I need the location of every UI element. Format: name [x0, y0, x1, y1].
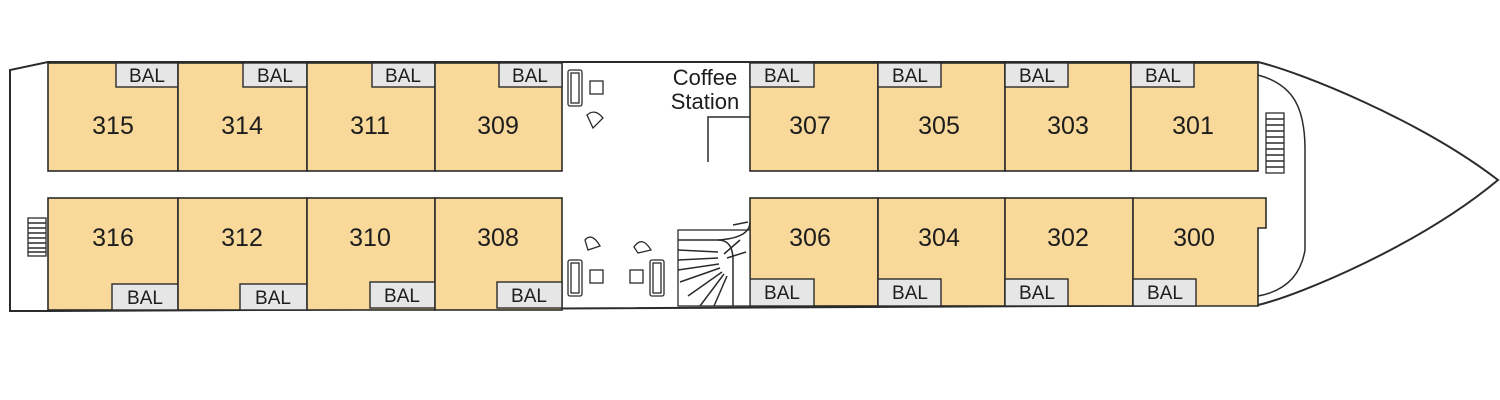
cabin-314[interactable]: BAL 314 — [177, 62, 308, 172]
coffee-station-label-line1: Coffee — [673, 65, 737, 90]
balcony-label: BAL — [1019, 283, 1055, 304]
cabin-300[interactable]: BAL 300 — [1132, 197, 1267, 307]
balcony-label: BAL — [127, 288, 163, 309]
cabin-304[interactable]: BAL 304 — [877, 197, 1006, 307]
balcony-label: BAL — [129, 66, 165, 87]
balcony-label: BAL — [1147, 283, 1183, 304]
balcony-label: BAL — [1019, 66, 1055, 87]
balcony-label: BAL — [1145, 66, 1181, 87]
cabin-308[interactable]: BAL 308 — [434, 197, 563, 311]
lounge-furniture-bottom — [567, 236, 665, 297]
bow-inner-line — [1257, 74, 1306, 297]
lounge-furniture-top — [567, 69, 604, 130]
spiral-staircase — [677, 221, 751, 307]
cabin-number: 309 — [477, 112, 519, 140]
cabin-number: 304 — [918, 224, 960, 252]
cabin-301[interactable]: BAL 301 — [1130, 62, 1259, 172]
cabin-number: 301 — [1172, 112, 1214, 140]
cabin-312[interactable]: BAL 312 — [177, 197, 308, 311]
cabin-315[interactable]: BAL 315 — [47, 62, 179, 172]
balcony-label: BAL — [385, 66, 421, 87]
cabin-number: 315 — [92, 112, 134, 140]
cabin-316[interactable]: BAL 316 — [47, 197, 179, 311]
cabin-number: 302 — [1047, 224, 1089, 252]
cabin-309[interactable]: BAL 309 — [434, 62, 563, 172]
balcony-label: BAL — [257, 66, 293, 87]
cabin-number: 311 — [350, 112, 390, 140]
cabin-number: 306 — [789, 224, 831, 252]
coffee-station-label-line2: Station — [671, 89, 740, 114]
balcony-label: BAL — [892, 66, 928, 87]
cabin-311[interactable]: BAL 311 — [306, 62, 436, 172]
cabin-302[interactable]: BAL 302 — [1004, 197, 1134, 307]
balcony-label: BAL — [764, 66, 800, 87]
coffee-station: Coffee Station — [671, 65, 750, 162]
cabin-number: 310 — [349, 224, 391, 252]
cabin-number: 316 — [92, 224, 134, 252]
balcony-label: BAL — [384, 286, 420, 307]
stern-stairs — [27, 217, 47, 257]
cabin-number: 308 — [477, 224, 519, 252]
cabin-number: 314 — [221, 112, 263, 140]
cabin-number: 312 — [221, 224, 263, 252]
cabin-number: 300 — [1173, 224, 1215, 252]
cabin-307[interactable]: BAL 307 — [749, 62, 879, 172]
cabin-303[interactable]: BAL 303 — [1004, 62, 1132, 172]
cabin-number: 305 — [918, 112, 960, 140]
balcony-label: BAL — [764, 283, 800, 304]
balcony-label: BAL — [511, 286, 547, 307]
balcony-label: BAL — [512, 66, 548, 87]
balcony-label: BAL — [892, 283, 928, 304]
coffee-counter — [707, 116, 750, 162]
cabin-305[interactable]: BAL 305 — [877, 62, 1006, 172]
balcony-label: BAL — [255, 288, 291, 309]
cabin-number: 307 — [789, 112, 831, 140]
cabin-number: 303 — [1047, 112, 1089, 140]
bow-stairs — [1265, 112, 1285, 174]
cabin-306[interactable]: BAL 306 — [749, 197, 879, 307]
cabin-310[interactable]: BAL 310 — [306, 197, 436, 311]
